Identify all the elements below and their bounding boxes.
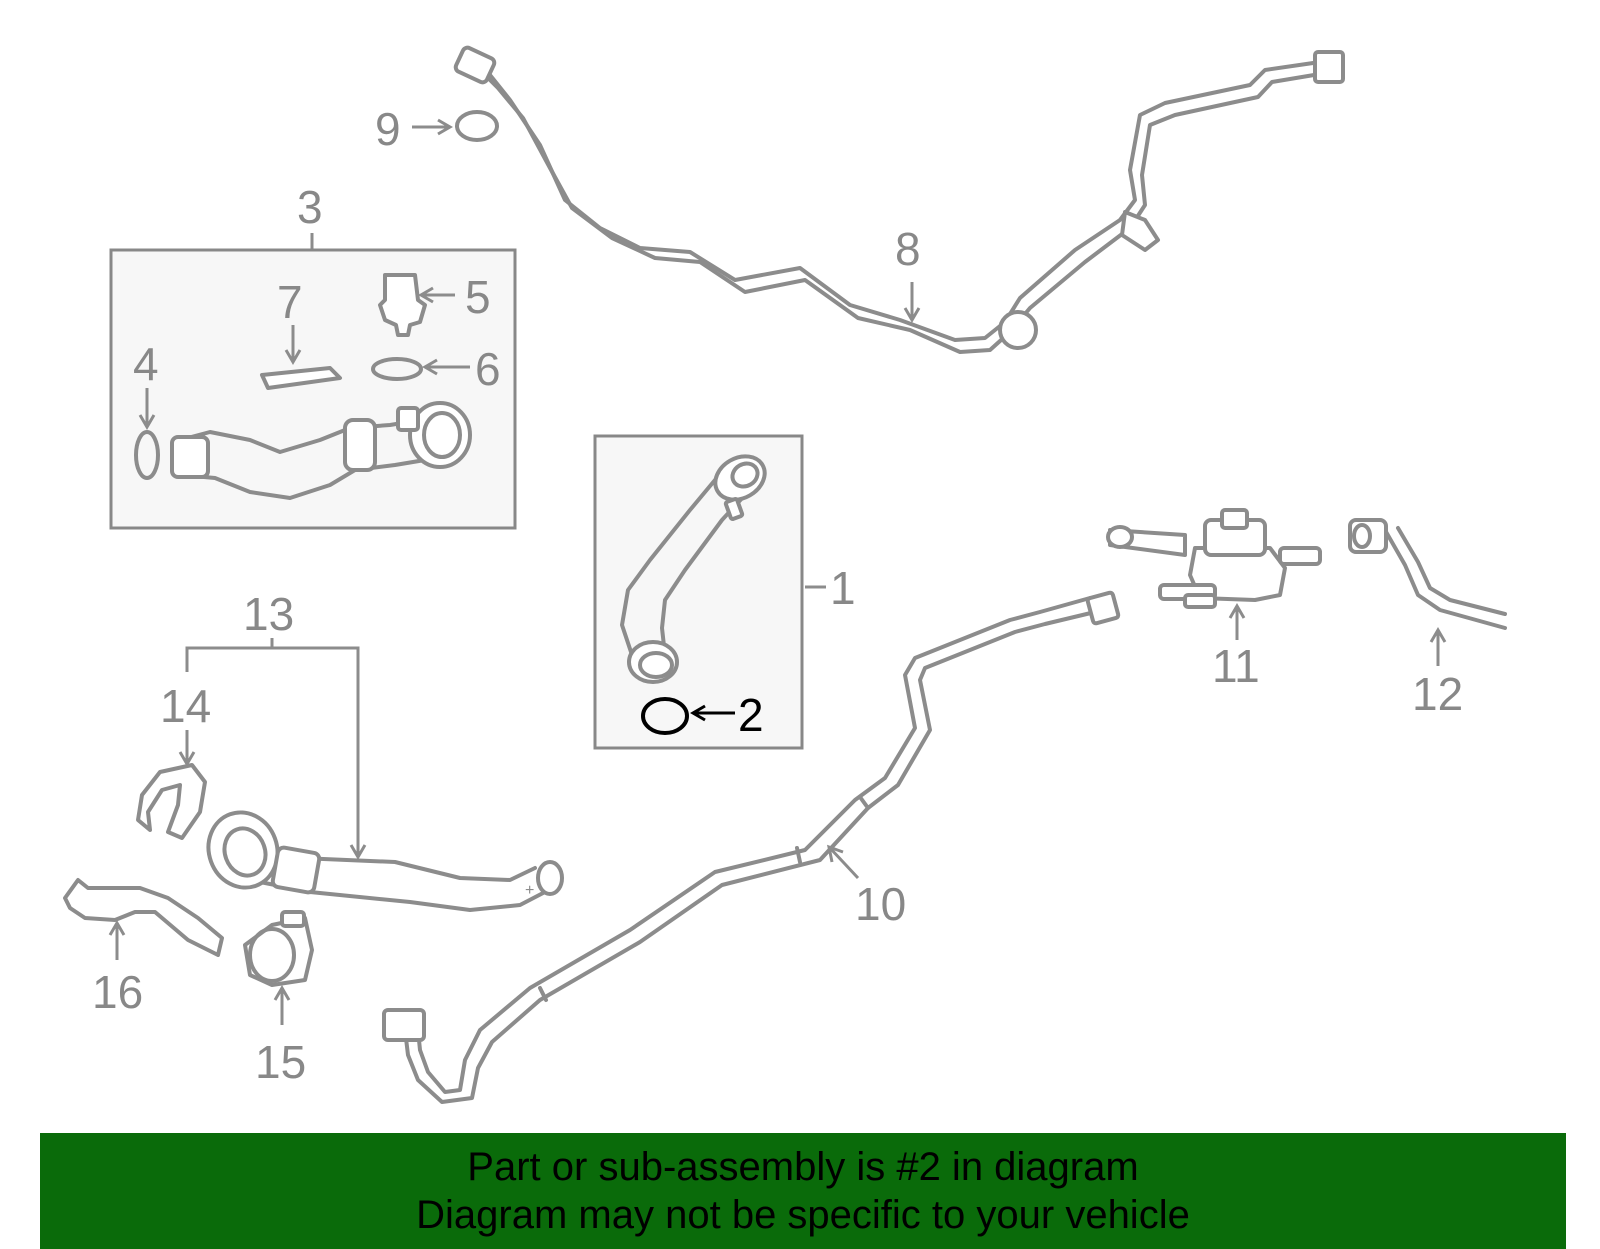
part-10-hose[interactable]: [382, 590, 1121, 1104]
arrow-16: [108, 920, 126, 936]
arrow-13: [349, 844, 367, 860]
label-4: 4: [133, 338, 159, 390]
arrow-2: [690, 704, 706, 722]
arrow-12: [1429, 627, 1447, 643]
part-4-o-ring[interactable]: [134, 430, 160, 480]
label-2: 2: [738, 689, 764, 741]
part-7-clip[interactable]: [260, 366, 342, 390]
label-8: 8: [895, 223, 921, 275]
label-6: 6: [475, 343, 501, 395]
arrow-5: [418, 286, 434, 304]
label-9: 9: [375, 103, 401, 155]
label-1: 1: [830, 562, 856, 614]
banner-line-2: Diagram may not be specific to your vehi…: [416, 1193, 1190, 1237]
arrow-6: [422, 358, 438, 376]
label-16: 16: [92, 966, 143, 1018]
part-12-hose[interactable]: [1348, 518, 1507, 630]
arrow-4: [138, 414, 156, 430]
arrow-15: [273, 985, 291, 1001]
svg-text:+: +: [525, 882, 534, 899]
part-8-hose[interactable]: [453, 45, 1345, 354]
part-15-clamp[interactable]: [243, 910, 314, 987]
leader-10: [828, 846, 860, 880]
arrow-11: [1228, 603, 1246, 619]
part-9-o-ring[interactable]: [455, 110, 499, 142]
label-13: 13: [243, 588, 294, 640]
arrow-9: [437, 118, 453, 136]
label-14: 14: [160, 680, 211, 732]
part-11-valve[interactable]: [1106, 508, 1322, 609]
part-3-hose[interactable]: [170, 401, 472, 500]
part-14-clip[interactable]: [136, 763, 207, 840]
label-12: 12: [1412, 668, 1463, 720]
part-5-sensor[interactable]: [378, 273, 427, 337]
label-15: 15: [255, 1036, 306, 1088]
notice-banner: Part or sub-assembly is #2 in diagram Di…: [40, 1133, 1566, 1249]
arrow-7: [284, 349, 302, 365]
leader-13: [185, 646, 360, 855]
part-6-o-ring[interactable]: [371, 357, 423, 381]
arrow-8: [903, 307, 921, 323]
label-10: 10: [855, 878, 906, 930]
part-2-o-ring[interactable]: [641, 697, 689, 735]
arrow-14: [178, 751, 196, 767]
label-5: 5: [465, 271, 491, 323]
part-1-hose[interactable]: [620, 448, 773, 684]
label-3: 3: [297, 181, 323, 233]
assembly-3-box: [109, 248, 517, 530]
label-11: 11: [1212, 640, 1260, 692]
banner-line-1: Part or sub-assembly is #2 in diagram: [467, 1145, 1139, 1189]
label-7: 7: [277, 276, 303, 328]
parts-diagram: 8 9 3 4 7 5 6 1 2: [63, 45, 1507, 1104]
part-16-bracket[interactable]: [63, 878, 224, 957]
part-13-hose[interactable]: +: [198, 803, 564, 912]
arrow-10: [827, 844, 844, 863]
